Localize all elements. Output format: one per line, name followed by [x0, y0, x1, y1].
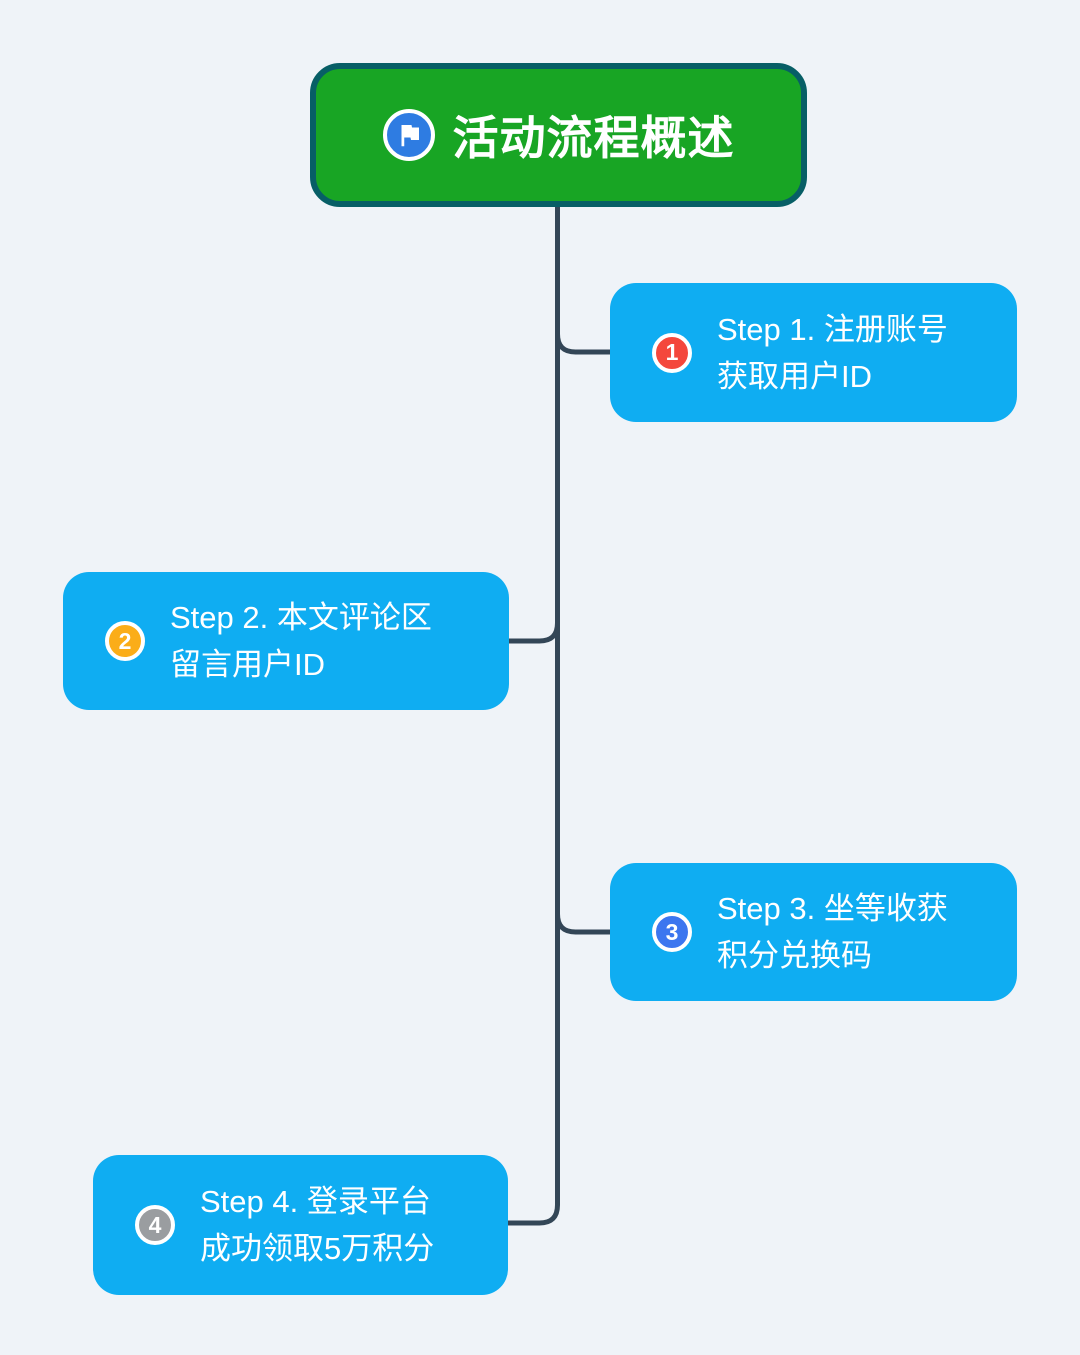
- topic-text-line: Step 3. 坐等收获: [717, 891, 948, 926]
- badge-number-2: 2: [105, 621, 145, 661]
- topic-step-1-text: Step 1. 注册账号 获取用户ID: [717, 306, 948, 400]
- topic-text-line: 获取用户ID: [717, 358, 872, 394]
- topic-step-3[interactable]: 3 Step 3. 坐等收获 积分兑换码: [610, 863, 1017, 1001]
- topic-text-line: Step 2. 本文评论区: [170, 600, 432, 635]
- topic-text-line: Step 1. 注册账号: [717, 311, 948, 347]
- root-topic[interactable]: 活动流程概述: [310, 63, 807, 207]
- connector-branch-step2: [506, 620, 560, 644]
- topic-step-1[interactable]: 1 Step 1. 注册账号 获取用户ID: [610, 283, 1017, 422]
- topic-step-4[interactable]: 4 Step 4. 登录平台 成功领取5万积分: [93, 1155, 508, 1295]
- topic-text-line: 留言用户ID: [170, 647, 325, 682]
- root-topic-title: 活动流程概述: [452, 112, 735, 164]
- connector-spine: [505, 204, 560, 1226]
- topic-text-line: 成功领取5万积分: [200, 1231, 435, 1266]
- connector-branch-step1: [555, 331, 613, 355]
- flag-icon: [382, 109, 435, 161]
- connector-branch-step3: [555, 911, 613, 935]
- badge-number-1: 1: [652, 332, 692, 373]
- topic-step-2-text: Step 2. 本文评论区 留言用户ID: [170, 594, 432, 688]
- topic-step-2[interactable]: 2 Step 2. 本文评论区 留言用户ID: [63, 572, 509, 710]
- topic-text-line: 积分兑换码: [717, 938, 872, 973]
- topic-step-3-text: Step 3. 坐等收获 积分兑换码: [717, 885, 948, 979]
- topic-step-4-text: Step 4. 登录平台 成功领取5万积分: [200, 1178, 434, 1272]
- badge-number-3: 3: [652, 912, 692, 952]
- topic-text-line: Step 4. 登录平台: [200, 1184, 431, 1219]
- badge-number-4: 4: [135, 1205, 175, 1245]
